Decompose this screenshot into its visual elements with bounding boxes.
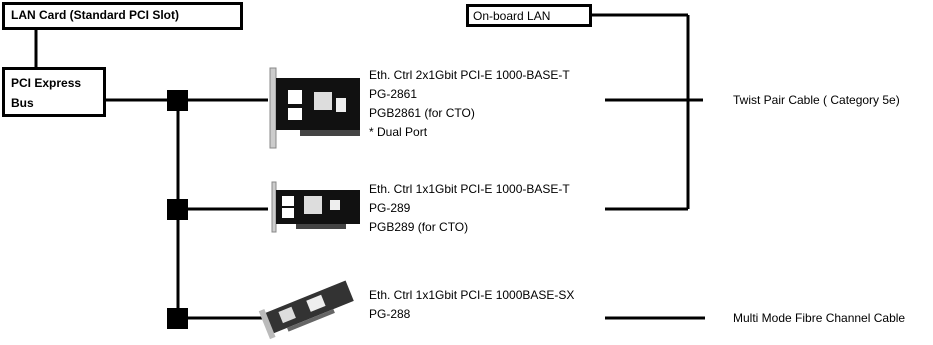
card-2-name: Eth. Ctrl 1x1Gbit PCI-E 1000-BASE-T <box>369 180 570 199</box>
onboard-lan-label: On-board LAN <box>473 9 550 23</box>
onboard-lan-box: On-board LAN <box>466 4 592 27</box>
card-2-cto: PGB289 (for CTO) <box>369 218 570 237</box>
card-image-dual-port <box>270 68 360 148</box>
card-image-fibre <box>259 277 356 339</box>
pci-express-bus-box: PCI Express Bus <box>2 67 106 117</box>
card-1-name: Eth. Ctrl 2x1Gbit PCI-E 1000-BASE-T <box>369 66 570 85</box>
card-3-name: Eth. Ctrl 1x1Gbit PCI-E 1000BASE-SX <box>369 286 574 305</box>
card-3-part: PG-288 <box>369 305 574 324</box>
card-1-cto: PGB2861 (for CTO) <box>369 104 570 123</box>
card-2-part: PG-289 <box>369 199 570 218</box>
card-2-description: Eth. Ctrl 1x1Gbit PCI-E 1000-BASE-T PG-2… <box>369 180 570 237</box>
bus-label-line2: Bus <box>11 93 103 113</box>
card-1-description: Eth. Ctrl 2x1Gbit PCI-E 1000-BASE-T PG-2… <box>369 66 570 142</box>
fibre-cable-label: Multi Mode Fibre Channel Cable <box>733 309 905 328</box>
lan-card-box: LAN Card (Standard PCI Slot) <box>2 2 243 30</box>
card-3-description: Eth. Ctrl 1x1Gbit PCI-E 1000BASE-SX PG-2… <box>369 286 574 324</box>
lan-card-label: LAN Card (Standard PCI Slot) <box>11 8 179 22</box>
card-1-note: * Dual Port <box>369 123 570 142</box>
card-image-single-port <box>272 182 360 232</box>
bus-label-line1: PCI Express <box>11 73 103 93</box>
twisted-pair-cable-label: Twist Pair Cable ( Category 5e) <box>733 91 900 110</box>
card-1-part: PG-2861 <box>369 85 570 104</box>
